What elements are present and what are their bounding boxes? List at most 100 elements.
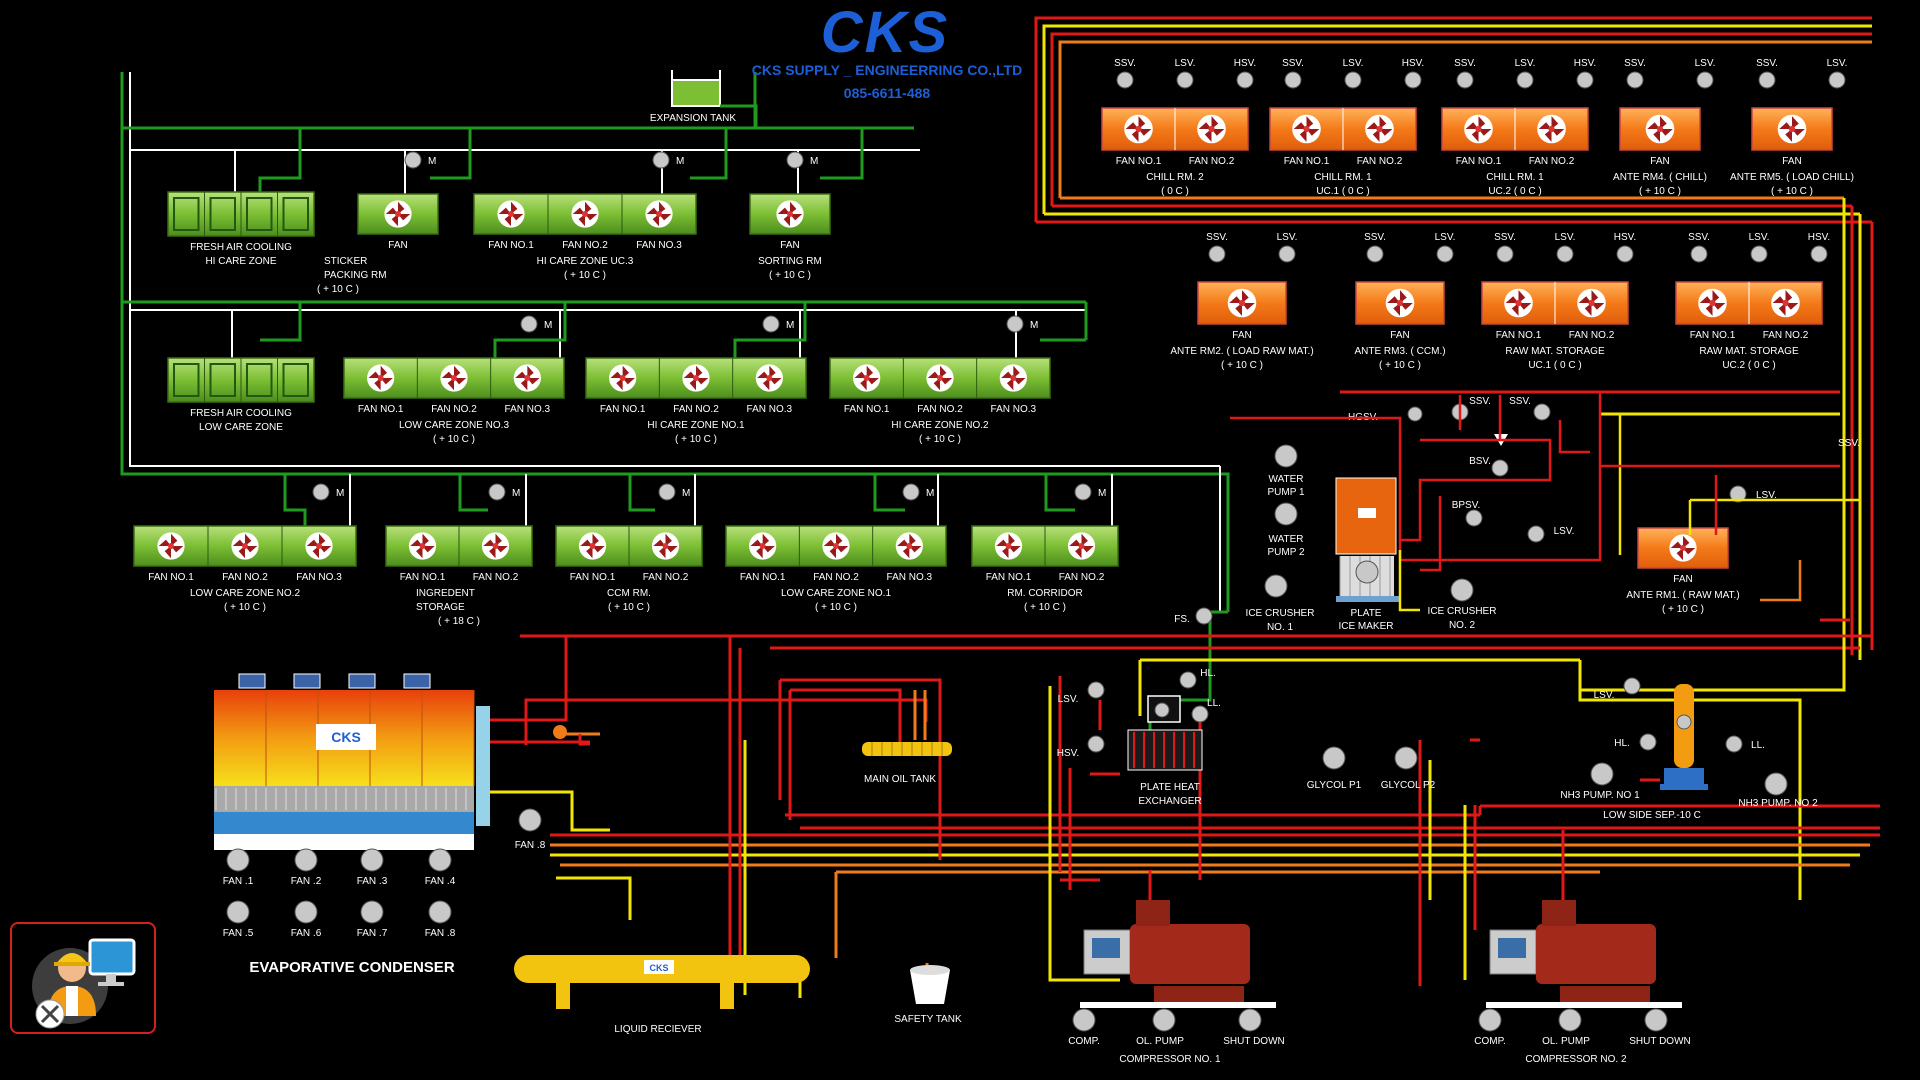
condenser-fan-6-indicator[interactable] <box>294 900 318 924</box>
motor-valve-indicator[interactable] <box>902 483 920 501</box>
valve-indicator[interactable] <box>1616 245 1634 263</box>
compressor-2-oil-indicator[interactable] <box>1558 1008 1582 1032</box>
valve-indicator[interactable] <box>1284 71 1302 89</box>
valve-indicator[interactable] <box>1696 71 1714 89</box>
low-side-separator[interactable] <box>1660 684 1708 790</box>
plate-ice-indicator[interactable] <box>1355 560 1379 584</box>
nh3-pump-1-indicator[interactable] <box>1590 762 1614 786</box>
condenser-fan-1-indicator[interactable] <box>226 848 250 872</box>
ice-crusher-1-indicator[interactable] <box>1264 574 1288 598</box>
glycol-pump-2-indicator[interactable] <box>1394 746 1418 770</box>
phe-lsv-indicator[interactable] <box>1087 681 1105 699</box>
motor-valve-indicator[interactable] <box>786 151 804 169</box>
nh3-pump-2-indicator[interactable] <box>1764 772 1788 796</box>
valve-indicator[interactable] <box>1496 245 1514 263</box>
condenser-fan-4-indicator[interactable] <box>428 848 452 872</box>
ice-crusher-2-indicator[interactable] <box>1450 578 1474 602</box>
bsv-indicator[interactable] <box>1491 459 1509 477</box>
lowside-hl-indicator[interactable] <box>1639 733 1657 751</box>
motor-valve-indicator[interactable] <box>312 483 330 501</box>
hgsv-indicator[interactable] <box>1407 406 1423 422</box>
valve-indicator[interactable] <box>1516 71 1534 89</box>
motor-valve-indicator[interactable] <box>1074 483 1092 501</box>
condenser-fan-8-indicator[interactable] <box>428 900 452 924</box>
lowside-lsv-indicator[interactable] <box>1623 677 1641 695</box>
bpsv-indicator[interactable] <box>1465 509 1483 527</box>
plate-heat-exchanger[interactable] <box>1127 695 1203 771</box>
expansion-tank[interactable]: EXPANSION TANK <box>650 70 758 128</box>
valve-indicator[interactable] <box>1436 245 1454 263</box>
valve-indicator[interactable] <box>1236 71 1254 89</box>
water-pump-1-indicator[interactable] <box>1274 444 1298 468</box>
compressor-1-shutdown-indicator[interactable] <box>1238 1008 1262 1032</box>
valve-indicator[interactable] <box>1116 71 1134 89</box>
separator-indicator[interactable] <box>1676 714 1692 730</box>
valve-indicator[interactable] <box>1556 245 1574 263</box>
valve-indicator[interactable] <box>1404 71 1422 89</box>
motor-valve-indicator[interactable] <box>762 315 780 333</box>
motor-valve-indicator[interactable] <box>652 151 670 169</box>
valve-indicator[interactable] <box>1828 71 1846 89</box>
compressor-2-comp-indicator[interactable] <box>1478 1008 1502 1032</box>
lsv-indicator[interactable] <box>1527 525 1545 543</box>
evaporative-condenser[interactable]: CKS <box>214 673 490 850</box>
water-pump-2-indicator[interactable] <box>1274 502 1298 526</box>
compressor-2-shutdown-indicator[interactable] <box>1644 1008 1668 1032</box>
valve-indicator[interactable] <box>1576 71 1594 89</box>
condenser-fan-2-indicator[interactable] <box>294 848 318 872</box>
compressor-2[interactable] <box>1486 900 1682 1008</box>
valve-indicator[interactable] <box>1456 71 1474 89</box>
motor-valve-indicator[interactable] <box>520 315 538 333</box>
valve-indicator[interactable] <box>1810 245 1828 263</box>
safety-tank[interactable] <box>910 965 950 1004</box>
plate-ice-maker[interactable] <box>1335 477 1400 602</box>
glycol-pump-1-indicator[interactable] <box>1322 746 1346 770</box>
motor-valve-indicator[interactable] <box>488 483 506 501</box>
valve-indicator[interactable] <box>1690 245 1708 263</box>
fs-indicator[interactable] <box>1195 607 1213 625</box>
phe-hsv-indicator[interactable] <box>1087 735 1105 753</box>
valve-indicator[interactable] <box>1758 71 1776 89</box>
compressor-1-oil-indicator[interactable] <box>1152 1008 1176 1032</box>
phe-ll-indicator[interactable] <box>1191 705 1209 723</box>
valve-indicator[interactable] <box>1344 71 1362 89</box>
phe-indicator[interactable] <box>1154 702 1170 718</box>
ssv-indicator[interactable] <box>1533 403 1551 421</box>
main-oil-tank[interactable] <box>862 742 952 756</box>
motor-valve-indicator[interactable] <box>1006 315 1024 333</box>
valve-indicator[interactable] <box>1366 245 1384 263</box>
condenser-fan-5-indicator[interactable] <box>226 900 250 924</box>
phe-hl-indicator[interactable] <box>1179 671 1197 689</box>
valve-indicator[interactable] <box>1729 485 1747 503</box>
valve-indicator[interactable] <box>1626 71 1644 89</box>
motor-valve-indicator[interactable] <box>658 483 676 501</box>
lowside-ll-indicator[interactable] <box>1725 735 1743 753</box>
fan-8-indicator[interactable] <box>518 808 542 832</box>
liquid-receiver[interactable]: CKS <box>514 955 810 1009</box>
motor-valve-indicator[interactable] <box>404 151 422 169</box>
condenser-fan-7-indicator[interactable] <box>360 900 384 924</box>
valve-indicator[interactable] <box>1176 71 1194 89</box>
valve-indicator[interactable] <box>1750 245 1768 263</box>
